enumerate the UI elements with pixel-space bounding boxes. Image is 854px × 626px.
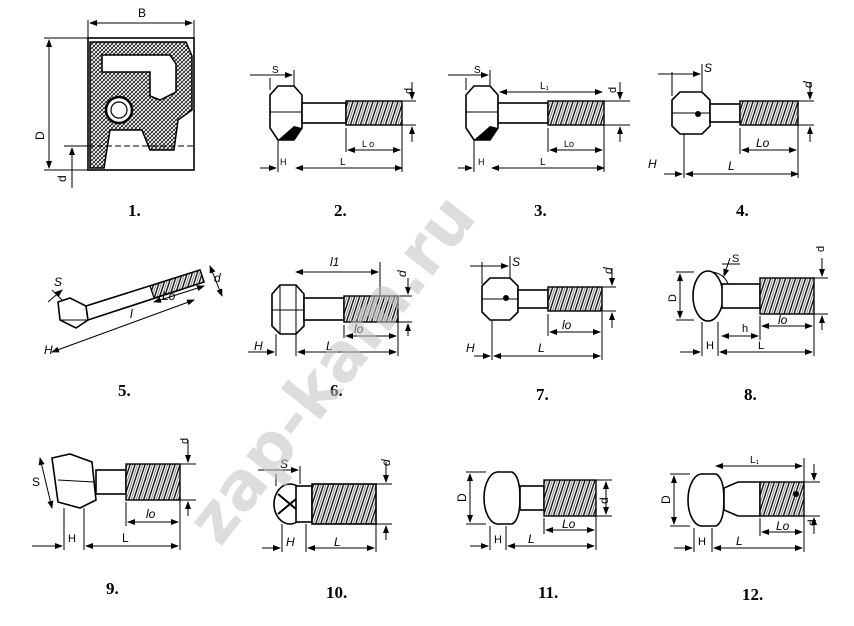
fig10-label-d: d: [379, 459, 393, 466]
fig12-label-d: d: [805, 519, 819, 526]
fig9-label-d: d: [179, 438, 191, 444]
fig8-label-h-shank: h: [742, 323, 748, 335]
figure-number: 10.: [326, 583, 347, 602]
fig11-label-d-head: D: [455, 493, 469, 502]
figure-number: 2.: [334, 201, 347, 220]
fig3-label-l: L: [540, 157, 546, 168]
fig5-label-lo: Lo: [162, 289, 176, 303]
figure-8-bolt: S D H L h lo d 8.: [667, 246, 828, 404]
fig8-label-d: d: [815, 246, 827, 252]
fig1-label-d-outer: D: [33, 131, 47, 140]
figure-number: 4.: [736, 201, 749, 220]
fig6-label-h: H: [254, 339, 263, 353]
fig12-label-l1: L₁: [750, 455, 760, 466]
fig12-label-l: L: [736, 534, 743, 548]
figure-6-bolt: l1 H L lo d 6.: [248, 255, 412, 400]
fig10-label-s: S: [280, 457, 288, 471]
fig4-label-l: L: [728, 159, 735, 173]
fig10-label-h: H: [286, 535, 295, 549]
figure-10-screw: S H L d 10.: [258, 457, 393, 602]
figure-number: 9.: [106, 579, 119, 598]
fig2-label-s: S: [272, 65, 279, 76]
figure-2-bolt: S H L L o d 2.: [250, 65, 416, 220]
fig6-label-lo: lo: [354, 322, 364, 336]
figure-5-bolt: S H l Lo d 5.: [44, 265, 223, 400]
fig3-label-d: d: [607, 87, 619, 93]
fig3-label-lo: Lo: [564, 139, 574, 149]
fig10-label-l: L: [334, 535, 341, 549]
figure-number: 7.: [536, 385, 549, 404]
fig9-label-h: H: [68, 533, 76, 545]
figure-number: 12.: [742, 585, 763, 604]
fig12-label-d-head: D: [659, 495, 673, 504]
figure-12-bolt: L₁ D H L Lo d 12.: [659, 455, 820, 604]
fig5-label-l: l: [130, 307, 133, 321]
fig7-label-s: S: [512, 255, 520, 269]
fig5-label-s: S: [54, 275, 62, 289]
fig7-label-d: d: [601, 267, 615, 274]
figure-number: 5.: [118, 381, 131, 400]
fig9-label-s: S: [32, 475, 40, 489]
fig5-label-h: H: [44, 343, 53, 357]
fig1-label-d-inner: d: [55, 175, 69, 182]
figure-4-bolt: S H L Lo d 4.: [648, 61, 815, 220]
fig7-label-lo: lo: [562, 318, 572, 332]
fig3-label-l1: L₁: [540, 81, 550, 92]
fig2-label-l: L: [340, 157, 346, 168]
fig5-label-d: d: [214, 271, 221, 285]
fig12-label-lo: Lo: [776, 519, 790, 533]
fig8-label-lo: lo: [778, 313, 788, 327]
fig11-label-lo: Lo: [562, 517, 576, 531]
fig3-label-h: H: [478, 157, 485, 167]
fig4-label-h: H: [648, 157, 657, 171]
fig6-label-l: L: [326, 339, 333, 353]
figure-3-bolt: S L₁ H L Lo d 3.: [448, 65, 630, 220]
fig9-label-l: L: [122, 531, 129, 545]
figure-number: 11.: [538, 583, 558, 602]
fig2-label-h: H: [280, 157, 287, 167]
figure-number: 3.: [534, 201, 547, 220]
fig4-label-s: S: [704, 61, 712, 75]
figure-9-bolt: S H L lo d 9.: [32, 438, 196, 598]
fig11-label-d: d: [597, 497, 611, 504]
fig4-label-d: d: [801, 81, 815, 88]
fig12-label-h: H: [698, 536, 706, 548]
fig1-label-b: B: [138, 6, 146, 20]
figure-number: 6.: [330, 381, 343, 400]
fig8-label-h: H: [706, 340, 714, 352]
fig4-label-lo: Lo: [756, 136, 770, 150]
fig6-label-l1: l1: [330, 255, 339, 269]
fig8-label-l: L: [758, 340, 764, 352]
fig11-label-l: L: [528, 532, 535, 546]
figure-7-bolt: S H L lo d 7.: [466, 255, 616, 404]
fig7-label-h: H: [466, 341, 475, 355]
fig3-label-s: S: [474, 65, 481, 76]
fig6-label-d: d: [395, 270, 409, 277]
fig2-label-lo: L o: [362, 139, 374, 149]
fig8-label-d-head: D: [667, 294, 679, 302]
fig2-label-d: d: [403, 88, 415, 94]
fig9-label-lo: lo: [146, 507, 156, 521]
fig7-label-l: L: [538, 341, 545, 355]
figure-11-bolt: D H L Lo d 11.: [455, 471, 612, 602]
figure-1-seal: B D d 1.: [33, 6, 195, 220]
figure-number: 8.: [744, 385, 757, 404]
figure-number: 1.: [128, 201, 141, 220]
fig11-label-h: H: [494, 534, 502, 546]
fig8-label-s: S: [732, 253, 739, 265]
